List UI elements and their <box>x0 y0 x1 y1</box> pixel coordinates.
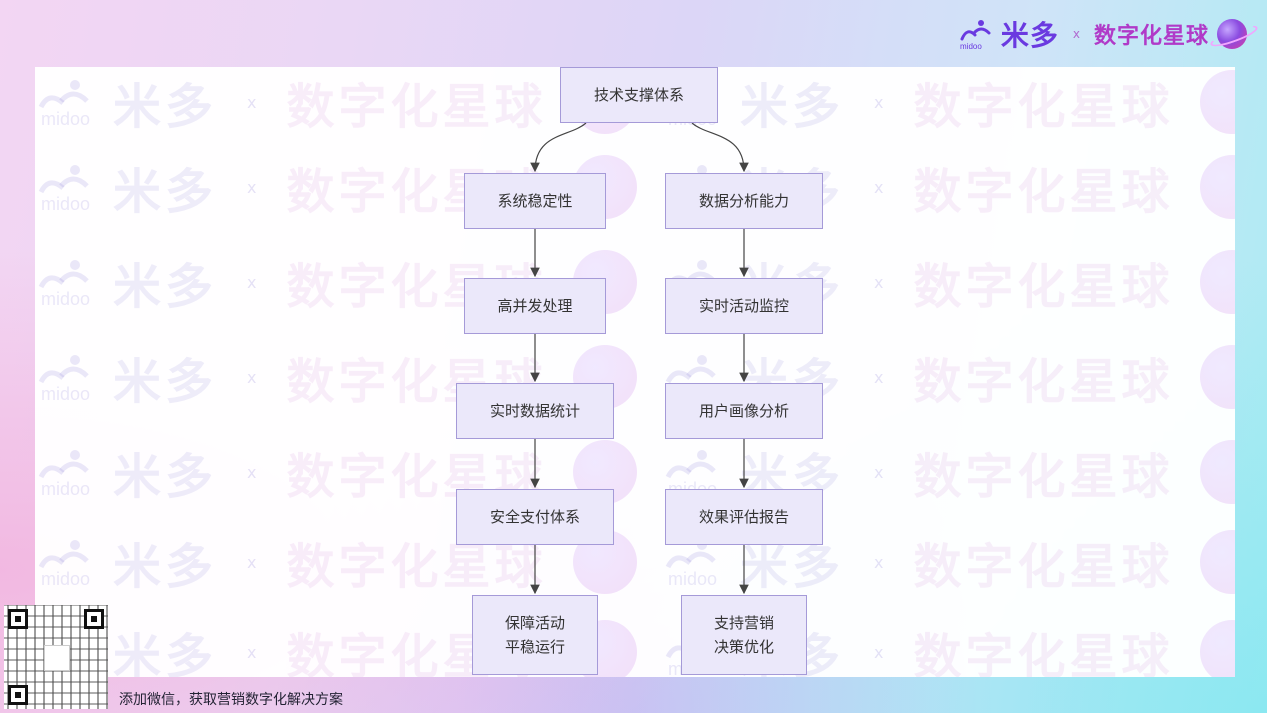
watermark-brand: 米多 <box>113 79 218 135</box>
qr-code[interactable] <box>4 605 108 709</box>
edge-root-left <box>530 122 587 173</box>
watermark-separator: x <box>247 367 257 387</box>
watermark-brand: 米多 <box>113 629 218 677</box>
watermark-brand: 米多 <box>113 259 218 315</box>
watermark-brand: 米多 <box>113 354 218 410</box>
watermark-separator: x <box>247 92 257 112</box>
watermark-partner: 数字化星球 <box>286 79 547 135</box>
watermark-partner: 数字化星球 <box>913 449 1174 505</box>
watermark-partner: 数字化星球 <box>913 164 1174 220</box>
svg-text:midoo: midoo <box>41 569 90 587</box>
node-right-4: 效果评估报告 <box>665 489 823 545</box>
watermark-logo-icon: midoo <box>35 537 105 589</box>
watermark-logo-icon: midoo <box>35 257 105 309</box>
watermark-partner: 数字化星球 <box>913 259 1174 315</box>
svg-text:midoo: midoo <box>41 289 90 307</box>
node-right-3: 用户画像分析 <box>665 383 823 439</box>
watermark-brand: 米多 <box>113 449 218 505</box>
partner-name: 数字化星球 <box>1093 24 1209 49</box>
watermark-logo-icon: midoo <box>35 162 105 214</box>
watermark-logo-icon: midoo <box>35 447 105 499</box>
watermark-brand: 米多 <box>113 164 218 220</box>
svg-text:midoo: midoo <box>41 109 90 127</box>
svg-text:midoo: midoo <box>41 479 90 497</box>
qr-finder-top-right <box>84 609 104 629</box>
node-left-1: 系统稳定性 <box>464 173 606 229</box>
watermark-separator: x <box>874 642 884 662</box>
brand-separator: x <box>1072 27 1080 41</box>
qr-finder-top-left <box>8 609 28 629</box>
watermark-logo-icon: midoo <box>662 537 732 589</box>
watermark-logo-icon: midoo <box>35 352 105 404</box>
watermark-separator: x <box>874 552 884 572</box>
content-panel: midoo米多x数字化星球midoo米多x数字化星球midoo米多x数字化星球m… <box>35 67 1235 677</box>
watermark-brand: 米多 <box>740 539 845 595</box>
svg-text:midoo: midoo <box>960 42 982 51</box>
watermark-partner: 数字化星球 <box>286 539 547 595</box>
watermark-separator: x <box>874 462 884 482</box>
brand-name: 米多 <box>1000 19 1059 52</box>
watermark-separator: x <box>874 177 884 197</box>
node-left-2: 高并发处理 <box>464 278 606 334</box>
watermark-logo-icon: midoo <box>35 77 105 129</box>
midoo-logo-icon: midoo <box>959 17 993 51</box>
svg-text:midoo: midoo <box>41 384 90 402</box>
svg-text:midoo: midoo <box>668 569 717 587</box>
watermark-partner: 数字化星球 <box>913 539 1174 595</box>
watermark-separator: x <box>247 272 257 292</box>
qr-finder-bottom-left <box>8 685 28 705</box>
watermark-separator: x <box>247 462 257 482</box>
node-right-5: 支持营销 决策优化 <box>681 595 807 675</box>
node-left-3: 实时数据统计 <box>456 383 614 439</box>
watermark-separator: x <box>874 272 884 292</box>
watermark-brand: 米多 <box>113 539 218 595</box>
watermark-separator: x <box>874 92 884 112</box>
qr-center-logo-icon <box>44 645 70 671</box>
edge-root-right <box>691 122 749 173</box>
diagram-edges <box>530 122 749 595</box>
watermark-separator: x <box>247 177 257 197</box>
watermark-partner: 数字化星球 <box>913 629 1174 677</box>
watermark-separator: x <box>874 367 884 387</box>
svg-text:midoo: midoo <box>41 194 90 212</box>
planet-icon <box>1217 19 1247 49</box>
watermark-unit: midoo 米多 x 数字化星球 <box>35 67 662 137</box>
watermark-separator: x <box>247 552 257 572</box>
footer-cta-text: 添加微信，获取营销数字化解决方案 <box>119 692 343 708</box>
watermark-brand: 米多 <box>740 79 845 135</box>
node-right-1: 数据分析能力 <box>665 173 823 229</box>
watermark-unit: midoo 米多 x 数字化星球 <box>662 527 1235 597</box>
node-right-2: 实时活动监控 <box>665 278 823 334</box>
node-left-5: 保障活动 平稳运行 <box>472 595 598 675</box>
watermark-separator: x <box>247 642 257 662</box>
brand-header: midoo 米多 x 数字化星球 <box>959 14 1247 54</box>
node-left-4: 安全支付体系 <box>456 489 614 545</box>
watermark-partner: 数字化星球 <box>913 354 1174 410</box>
node-root: 技术支撑体系 <box>560 67 718 123</box>
watermark-partner: 数字化星球 <box>913 79 1174 135</box>
